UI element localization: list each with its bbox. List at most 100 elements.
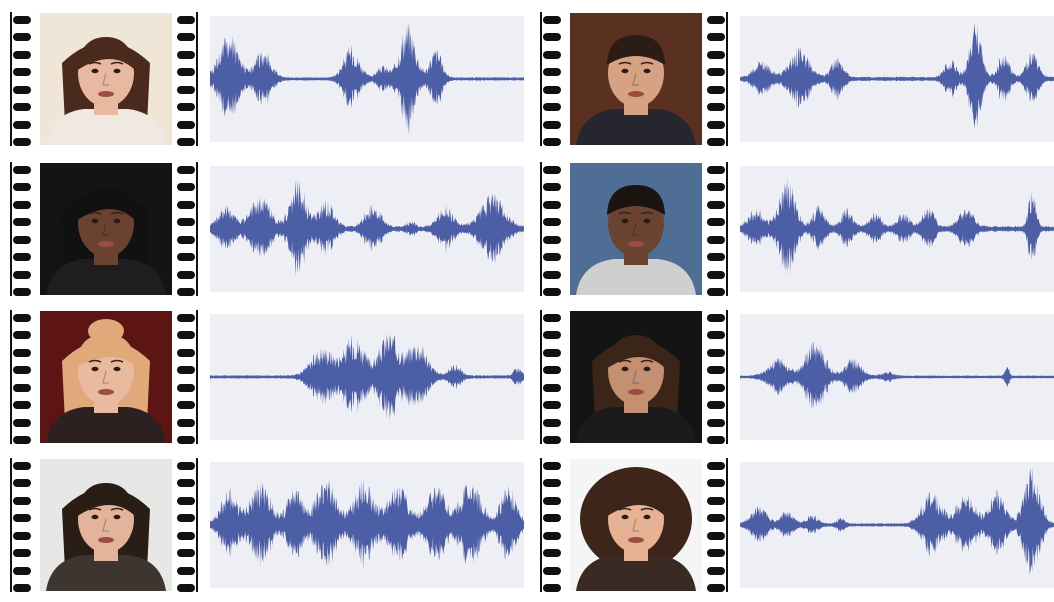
film-perforation <box>13 348 31 357</box>
film-perforation <box>177 253 195 262</box>
film-perforation <box>543 16 561 24</box>
film-perforation <box>707 401 725 410</box>
audio-waveform-panel <box>210 314 524 440</box>
speaker-face-frame <box>40 13 172 145</box>
speaker-face-frame <box>570 13 702 145</box>
film-perforation <box>177 120 195 129</box>
film-perforation <box>707 314 725 322</box>
film-perforation <box>707 496 725 505</box>
film-perforation <box>543 401 561 410</box>
face-portrait-icon <box>570 311 702 443</box>
film-perforation <box>177 235 195 244</box>
film-perforation <box>707 200 725 209</box>
face-audio-pair <box>540 12 1054 146</box>
face-audio-pair <box>540 162 1054 296</box>
film-perforation <box>177 33 195 42</box>
film-perforation <box>13 462 31 470</box>
film-perforation <box>177 50 195 59</box>
film-perforation <box>13 253 31 262</box>
film-perforation <box>707 270 725 279</box>
film-perforation <box>707 462 725 470</box>
film-strip-left <box>10 162 34 296</box>
face-audio-pair <box>540 310 1054 444</box>
speaker-face-frame <box>40 311 172 443</box>
film-strip-right <box>704 458 728 592</box>
film-perforation <box>177 270 195 279</box>
film-rail <box>540 458 542 592</box>
film-perforation <box>177 68 195 77</box>
film-rail <box>726 162 728 296</box>
film-perforation <box>707 436 725 444</box>
film-perforation <box>13 33 31 42</box>
audio-waveform-icon <box>740 176 1054 276</box>
film-perforation <box>13 235 31 244</box>
film-perforation <box>707 16 725 24</box>
audio-waveform-panel <box>210 462 524 588</box>
film-rail <box>196 458 198 592</box>
film-perforation <box>707 514 725 523</box>
film-perforation <box>543 462 561 470</box>
film-perforation <box>543 85 561 94</box>
film-rail <box>726 310 728 444</box>
film-rail <box>10 162 12 296</box>
film-strip-right <box>174 12 198 146</box>
film-perforation <box>707 383 725 392</box>
film-perforation <box>177 366 195 375</box>
film-perforation <box>543 120 561 129</box>
film-perforation <box>707 331 725 340</box>
face-audio-pair <box>10 310 524 444</box>
face-audio-pair <box>10 12 524 146</box>
film-perforation <box>177 462 195 470</box>
face-portrait-icon <box>40 459 172 591</box>
film-perforation <box>13 166 31 174</box>
film-perforation <box>13 514 31 523</box>
film-perforation <box>177 183 195 192</box>
film-perforation <box>13 138 31 146</box>
speaker-face-frame <box>40 459 172 591</box>
face-audio-pair <box>540 458 1054 592</box>
film-perforation <box>13 383 31 392</box>
film-perforation <box>543 68 561 77</box>
film-perforation <box>177 383 195 392</box>
film-perforation <box>543 103 561 112</box>
film-perforation <box>13 85 31 94</box>
film-strip-left <box>540 162 564 296</box>
film-perforation <box>13 418 31 427</box>
speaker-face-frame <box>570 311 702 443</box>
audio-waveform-panel <box>740 166 1054 292</box>
audio-waveform-panel <box>740 462 1054 588</box>
film-strip-right <box>704 12 728 146</box>
film-perforation <box>707 33 725 42</box>
film-perforation <box>707 348 725 357</box>
film-perforation <box>543 235 561 244</box>
film-perforation <box>13 331 31 340</box>
film-rail <box>196 310 198 444</box>
film-perforation <box>543 418 561 427</box>
film-perforation <box>13 401 31 410</box>
film-perforation <box>177 531 195 540</box>
film-rail <box>10 12 12 146</box>
film-perforation <box>13 16 31 24</box>
film-perforation <box>177 401 195 410</box>
film-perforation <box>13 314 31 322</box>
film-perforation <box>13 103 31 112</box>
film-perforation <box>543 549 561 558</box>
film-strip-left <box>10 458 34 592</box>
film-perforation <box>177 331 195 340</box>
film-perforation <box>707 479 725 488</box>
face-portrait-icon <box>40 311 172 443</box>
film-perforation <box>13 288 31 296</box>
film-perforation <box>543 566 561 575</box>
film-perforation <box>543 218 561 227</box>
face-portrait-icon <box>570 163 702 295</box>
film-rail <box>10 458 12 592</box>
film-rail <box>726 458 728 592</box>
film-perforation <box>707 120 725 129</box>
film-perforation <box>177 348 195 357</box>
film-perforation <box>707 288 725 296</box>
film-perforation <box>543 383 561 392</box>
film-strip-right <box>174 458 198 592</box>
film-strip-right <box>704 310 728 444</box>
film-perforation <box>13 584 31 592</box>
film-perforation <box>543 288 561 296</box>
